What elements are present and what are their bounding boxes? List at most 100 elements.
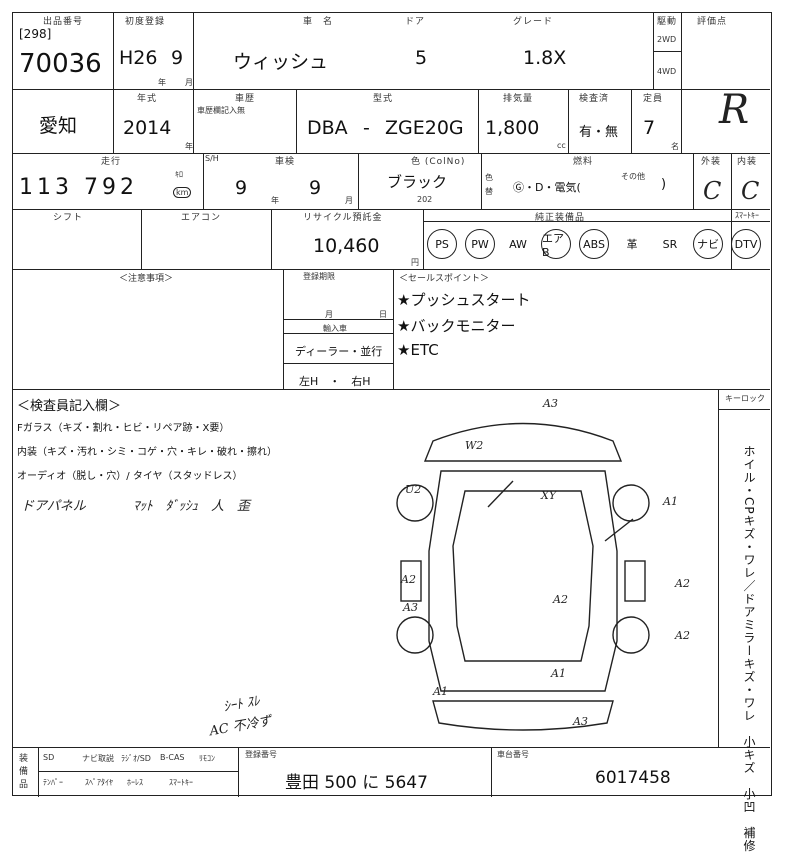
accessory-item: ｽﾏｰﾄｷｰ: [169, 778, 193, 787]
car-damage-diagram: [396, 422, 650, 731]
km-badge: km: [173, 187, 192, 198]
smart-key-label: ｽﾏｰﾄｷｰ: [735, 211, 759, 220]
cc-unit: cc: [557, 141, 566, 150]
model-code: ZGE20G: [385, 117, 464, 139]
year-label: 年式: [137, 94, 158, 104]
inspection-value: 有・無: [579, 125, 619, 140]
damage-arrow-2: [604, 518, 634, 542]
model-prefix: DBA: [307, 117, 348, 139]
interior-grade: C: [741, 177, 760, 205]
equipment-item: エアB: [541, 229, 571, 259]
accessory-item: SD: [43, 753, 55, 762]
col-divider: [358, 153, 359, 209]
fuel-close: ): [661, 177, 667, 192]
car-name-label: 車 名: [303, 17, 334, 27]
shaken-month-mark: 月: [345, 196, 353, 205]
inspection-audio: オーディオ（脱し・穴）/ タイヤ（スタッドレス）: [17, 471, 243, 482]
handwritten-note-1: ドアパネル: [21, 499, 86, 514]
handwritten-note-2: ﾏｯﾄ ﾀﾞｯｼｭ 人 歪: [133, 499, 251, 514]
equipment-item: PW: [465, 229, 495, 259]
chassis-label: 車台番号: [497, 750, 529, 759]
col-divider: [296, 89, 297, 153]
yen-unit: 円: [411, 258, 419, 267]
door-left: [400, 560, 422, 602]
col-divider: [631, 89, 632, 153]
displacement: 1,800: [485, 117, 540, 139]
col-divider: [283, 269, 284, 389]
inspection-label: 検査済: [579, 94, 610, 104]
capacity-label: 定員: [643, 94, 664, 104]
door-label: ドア: [405, 17, 426, 27]
sales-point-3: ★ETC: [397, 341, 439, 359]
shaken-month: 9: [309, 177, 322, 199]
car-front-outline: [423, 422, 623, 462]
col-divider: [193, 13, 194, 89]
equipment-item: PS: [427, 229, 457, 259]
first-reg-month: 9: [171, 47, 184, 69]
shaken-year-label: S/H: [205, 154, 219, 163]
col-divider: [693, 153, 694, 209]
car-rear-outline: [432, 700, 614, 731]
recycle-label: リサイクル預託金: [303, 213, 383, 223]
equipment-item: 革: [626, 238, 638, 251]
history-sub: 車歴欄記入無: [197, 106, 245, 115]
col-divider: [203, 153, 204, 209]
damage-mark: A2: [675, 629, 690, 642]
fuel-other: その他: [621, 172, 645, 181]
col-divider: [238, 747, 239, 797]
history-label: 車歴: [235, 94, 256, 104]
damage-mark: XY: [541, 489, 557, 502]
score-label: 評価点: [697, 17, 728, 27]
import-car-label: 輸入車: [323, 324, 347, 333]
wheel-rear-right: [612, 616, 650, 654]
col-divider: [393, 269, 394, 389]
col-divider: [113, 89, 114, 153]
accessory-item: ｽﾍﾟｱﾀｲﾔ: [85, 778, 113, 787]
accessory-item: ﾎｰﾚｽ: [127, 778, 143, 787]
col-divider: [113, 13, 114, 89]
door-count: 5: [415, 47, 428, 69]
accessory-item: ﾃﾝﾊﾟｰ: [43, 778, 63, 787]
drive-4wd: 4WD: [657, 67, 677, 76]
row-divider: [13, 153, 770, 154]
row-divider: [13, 389, 770, 390]
keylock-label: キーロック: [725, 394, 765, 403]
year-unit: 年: [185, 142, 193, 151]
score-value: R: [719, 87, 750, 133]
row-divider: [283, 333, 393, 334]
model-label: 型式: [373, 94, 394, 104]
car-roof-outline: [452, 490, 594, 662]
accessory-label: 装備品: [19, 754, 29, 790]
col-divider: [423, 209, 424, 269]
deadline-day: 日: [379, 310, 387, 319]
lot-label: 出品番号: [43, 17, 84, 27]
damage-mark: A1: [551, 667, 566, 680]
damage-mark: A1: [433, 685, 448, 698]
shift-label: シフト: [53, 213, 84, 223]
exterior-grade: C: [703, 177, 722, 205]
capacity: 7: [643, 117, 656, 139]
inspector-title: ＜検査員記入欄＞: [17, 399, 122, 414]
model-dash: -: [363, 117, 370, 139]
month-mark: 月: [185, 78, 193, 87]
row-divider: [653, 51, 681, 52]
wheel-rear-left: [396, 616, 434, 654]
damage-mark: W2: [465, 439, 484, 452]
mileage-unit: ｷﾛ: [175, 170, 183, 179]
fuel-label: 燃料: [573, 157, 594, 167]
col-divider: [568, 89, 569, 153]
deadline-label: 登録期限: [303, 272, 335, 281]
region: 愛知: [39, 115, 78, 137]
car-body-outline: [428, 470, 618, 692]
col-divider: [38, 747, 39, 797]
inspection-glass: Fガラス（キズ・割れ・ヒビ・リペア跡・X要）: [17, 423, 230, 434]
row-divider: [13, 209, 770, 210]
col-divider: [731, 153, 732, 209]
col-divider: [681, 13, 682, 153]
equipment-item: SR: [662, 237, 678, 251]
shaken-year-mark: 年: [271, 196, 279, 205]
handwritten-note-4: AC 不冷ず: [208, 713, 273, 740]
car-name: ウィッシュ: [233, 51, 329, 73]
exterior-label: 外装: [701, 157, 722, 167]
capacity-unit: 名: [671, 142, 679, 151]
